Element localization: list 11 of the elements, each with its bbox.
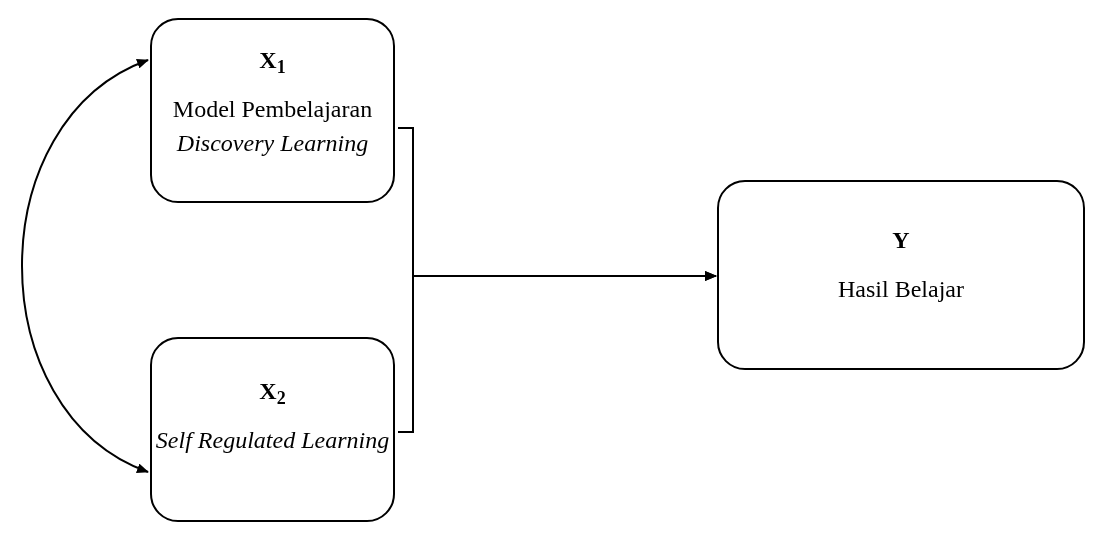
variable-symbol: X$_{1}$ [259,46,286,78]
curved-double-arrow [21,59,149,473]
variable-name: Self Regulated Learning [155,426,390,455]
variable-symbol: Y [892,226,910,255]
bracket-arrow [397,271,717,433]
variable-symbol: X$_{2}$ [259,377,286,409]
variable-box [717,180,1085,370]
variable-name: Hasil Belajar [838,275,964,304]
variable-name: Model Pembelajaran Discovery Learning [171,95,374,158]
variable-box [150,18,395,203]
variable-box [150,337,395,522]
